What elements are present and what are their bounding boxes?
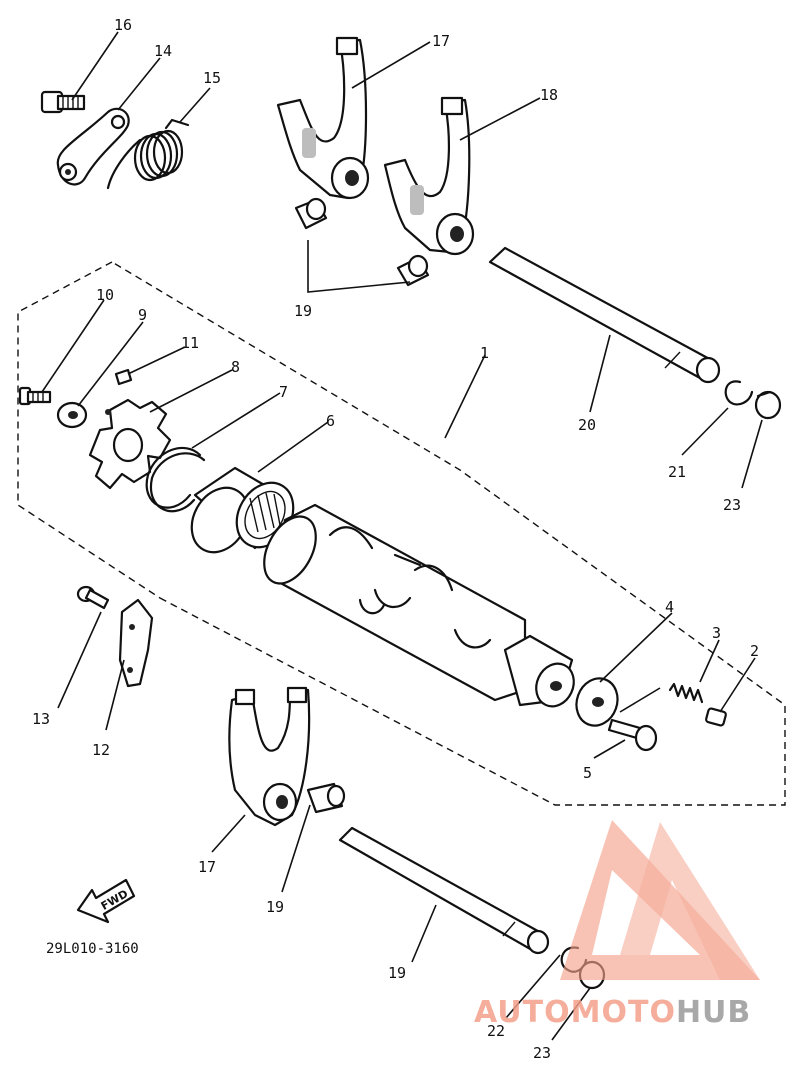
part-20-fork-shaft: [338, 826, 550, 955]
callout-7: 7: [279, 383, 288, 401]
callout-21: 20: [578, 416, 596, 434]
part-7-snap-ring: [145, 446, 206, 513]
callout-12: 12: [92, 741, 110, 759]
watermark-logo: AUTOMOTOHUB: [474, 820, 760, 1030]
callout-numbers: 16 14 15 17 18 19 10 9 11 8 7 6 1 20 21 …: [32, 16, 759, 1062]
part-4-washer: [575, 677, 619, 727]
part-5-screw: [607, 718, 658, 752]
callout-3: 3: [712, 624, 721, 642]
part-19-pin-bottom: [306, 782, 346, 814]
part-12-plate: [118, 598, 154, 688]
callout-17-top: 17: [432, 32, 450, 50]
part-13-screw: [76, 585, 110, 610]
part-3-spring: [668, 682, 704, 704]
callout-22-bottom: 22: [487, 1022, 505, 1040]
callout-10: 10: [96, 286, 114, 304]
callout-2: 2: [750, 642, 759, 660]
callout-17-bottom: 17: [198, 858, 216, 876]
watermark-hub: HUB: [676, 995, 751, 1030]
watermark-auto: AUTO: [474, 995, 571, 1030]
callout-23-bottom: 23: [533, 1044, 551, 1062]
leader-lines: [41, 31, 763, 1041]
part-17-shift-fork-bottom: [228, 686, 311, 827]
part-14-stopper-lever: [56, 107, 130, 186]
part-23-cap-top: [754, 390, 782, 420]
part-code: 29L010-3160: [46, 941, 139, 957]
part-16-bolt: [40, 90, 86, 114]
part-19-pins-top: [294, 197, 430, 287]
callout-23-top: 23: [723, 496, 741, 514]
part-15-spring: [106, 118, 190, 190]
callout-15: 15: [203, 69, 221, 87]
part-8-segment: [88, 398, 172, 490]
callout-13: 13: [32, 710, 50, 728]
svg-text:AUTOMOTOHUB: AUTOMOTOHUB: [474, 995, 751, 1030]
callout-4: 4: [665, 598, 674, 616]
callout-22-top: 21: [668, 463, 686, 481]
part-11-pin: [114, 368, 133, 386]
callout-19-top: 19: [294, 302, 312, 320]
callout-20: 19: [388, 964, 406, 982]
fwd-arrow-icon: FWD: [76, 878, 136, 924]
part-2-plunger: [705, 707, 727, 727]
watermark-moto: MOTO: [571, 995, 676, 1030]
callout-16: 16: [114, 16, 132, 34]
callout-18: 18: [540, 86, 558, 104]
part-22-circlip-top: [724, 380, 754, 406]
callout-8: 8: [231, 358, 240, 376]
part-10-screw: [18, 386, 52, 406]
callout-19-bottom: 19: [266, 898, 284, 916]
assembly-boundary: [17, 261, 786, 806]
part-18-shift-fork: [383, 96, 475, 256]
callout-6: 6: [326, 412, 335, 430]
shift-drum: [263, 503, 575, 708]
callout-14: 14: [154, 42, 172, 60]
callout-9: 9: [138, 306, 147, 324]
part-21-fork-shaft: [488, 246, 721, 384]
callout-1: 1: [480, 344, 489, 362]
part-9-washer: [56, 401, 88, 429]
part-17-shift-fork-top: [276, 36, 370, 200]
callout-5: 5: [583, 764, 592, 782]
callout-11: 11: [181, 334, 199, 352]
